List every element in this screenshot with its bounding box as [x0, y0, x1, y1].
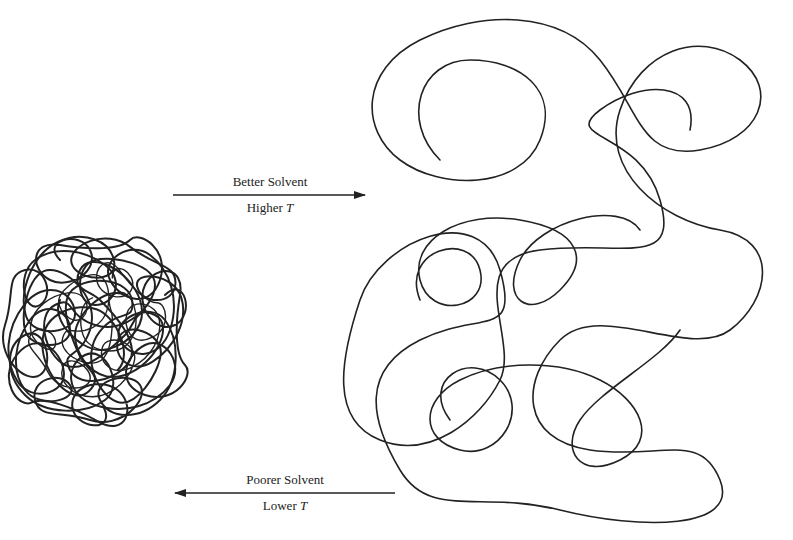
condition-label: Lower T — [261, 498, 309, 514]
condition-label: Better Solvent — [231, 174, 310, 190]
collapse-arrow — [175, 492, 395, 494]
condition-label: Poorer Solvent — [244, 472, 326, 488]
condition-label: Higher T — [245, 200, 296, 216]
expand-arrow — [173, 194, 365, 196]
expanded-coil — [344, 20, 763, 523]
collapsed-coil — [0, 216, 201, 444]
